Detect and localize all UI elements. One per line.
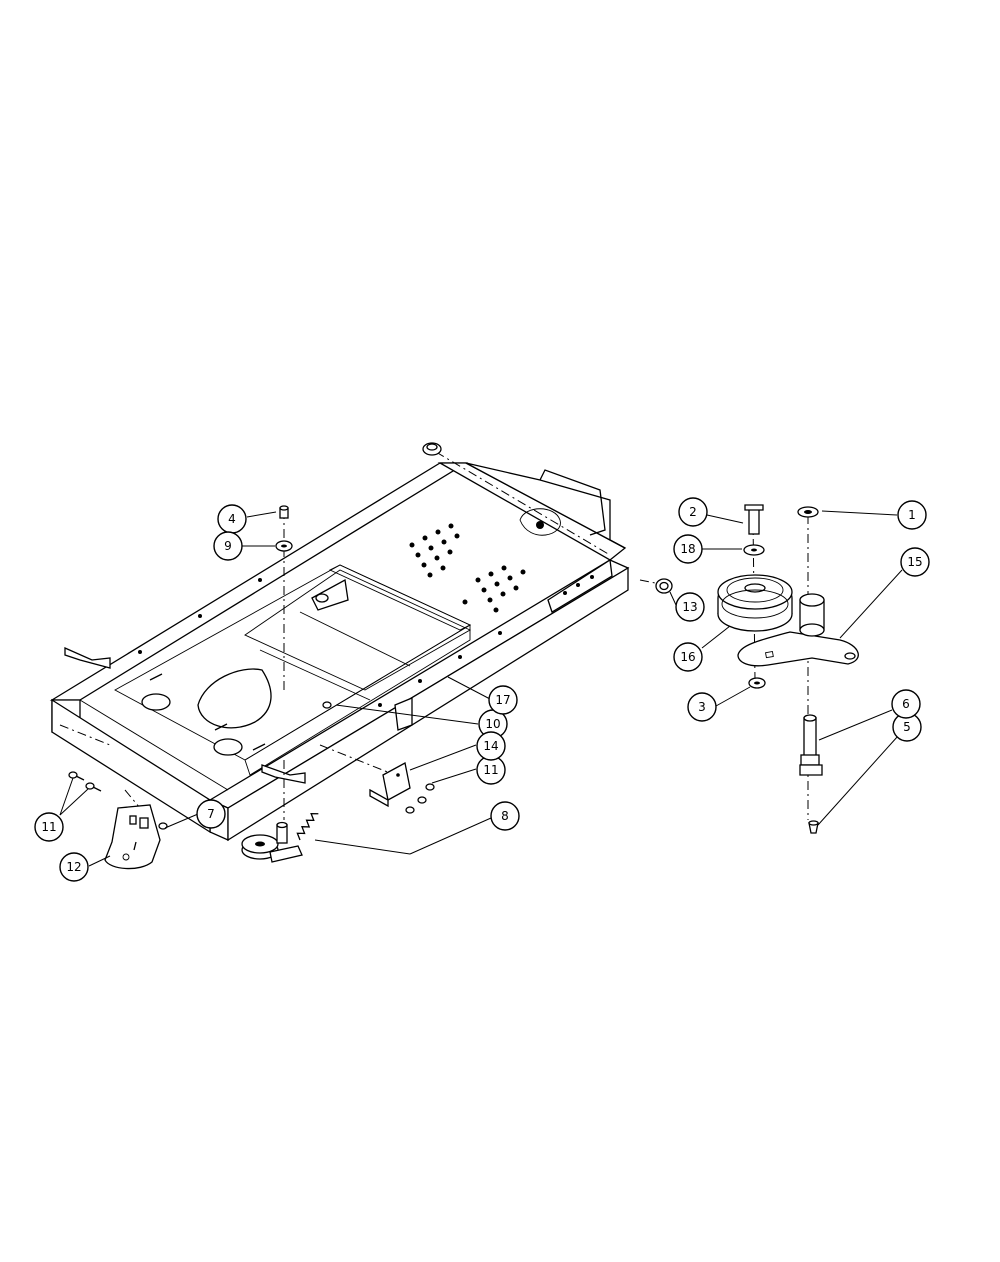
- bolt-4: [279, 505, 289, 519]
- guard-12: [104, 804, 161, 870]
- callout-5-label: 5: [903, 720, 911, 734]
- shaft-6: [799, 714, 823, 776]
- callout-17: 17: [488, 685, 518, 715]
- washer-1: [797, 506, 819, 518]
- bushing-13: [655, 578, 673, 594]
- idler-assembly-8: [241, 812, 319, 863]
- bolt-10: [322, 701, 332, 709]
- callout-1-label: 1: [908, 508, 916, 522]
- callout-1: 1: [897, 500, 927, 530]
- callout-12-label: 12: [66, 860, 81, 874]
- callout-11-right: 11: [476, 755, 506, 785]
- callout-11-left-label: 11: [41, 820, 56, 834]
- callout-18-label: 18: [680, 542, 695, 556]
- callout-14: 14: [476, 731, 506, 761]
- idler-bracket-15: [737, 593, 859, 667]
- front-bushing: [422, 442, 442, 456]
- grease-fitting-5: [808, 820, 819, 834]
- leader-lines: [59, 510, 903, 867]
- bolts-11-right: [405, 783, 435, 814]
- bracket-14: [369, 762, 411, 808]
- callout-10-label: 10: [485, 717, 500, 731]
- callout-18: 18: [673, 534, 703, 564]
- washer-9: [275, 540, 293, 552]
- callout-17-label: 17: [495, 693, 510, 707]
- callout-9: 9: [213, 531, 243, 561]
- callout-8: 8: [490, 801, 520, 831]
- callout-2-label: 2: [689, 505, 697, 519]
- callout-2: 2: [678, 497, 708, 527]
- callout-16-label: 16: [680, 650, 695, 664]
- callout-13: 13: [675, 592, 705, 622]
- bolt-2: [744, 504, 764, 535]
- callout-13-label: 13: [682, 600, 697, 614]
- callout-16: 16: [673, 642, 703, 672]
- callout-4-label: 4: [228, 512, 236, 526]
- callout-7: 7: [196, 799, 226, 829]
- washer-18: [743, 544, 765, 556]
- callout-3: 3: [687, 692, 717, 722]
- nut-3: [748, 677, 766, 689]
- callout-9-label: 9: [224, 539, 232, 553]
- callout-8-label: 8: [501, 809, 509, 823]
- callout-7-label: 7: [207, 807, 215, 821]
- callout-12: 12: [59, 852, 89, 882]
- deck-hole-pattern: [409, 523, 526, 613]
- callout-4: 4: [217, 504, 247, 534]
- callout-3-label: 3: [698, 700, 706, 714]
- callout-14-label: 14: [483, 739, 498, 753]
- callout-6: 6: [891, 689, 921, 719]
- callout-15-label: 15: [907, 555, 922, 569]
- bolts-11-left: [68, 771, 102, 792]
- callout-11-right-label: 11: [483, 763, 498, 777]
- pulley-16: [717, 574, 793, 632]
- callout-6-label: 6: [902, 697, 910, 711]
- callout-11-left: 11: [34, 812, 64, 842]
- main-frame: [49, 462, 630, 842]
- callout-15: 15: [900, 547, 930, 577]
